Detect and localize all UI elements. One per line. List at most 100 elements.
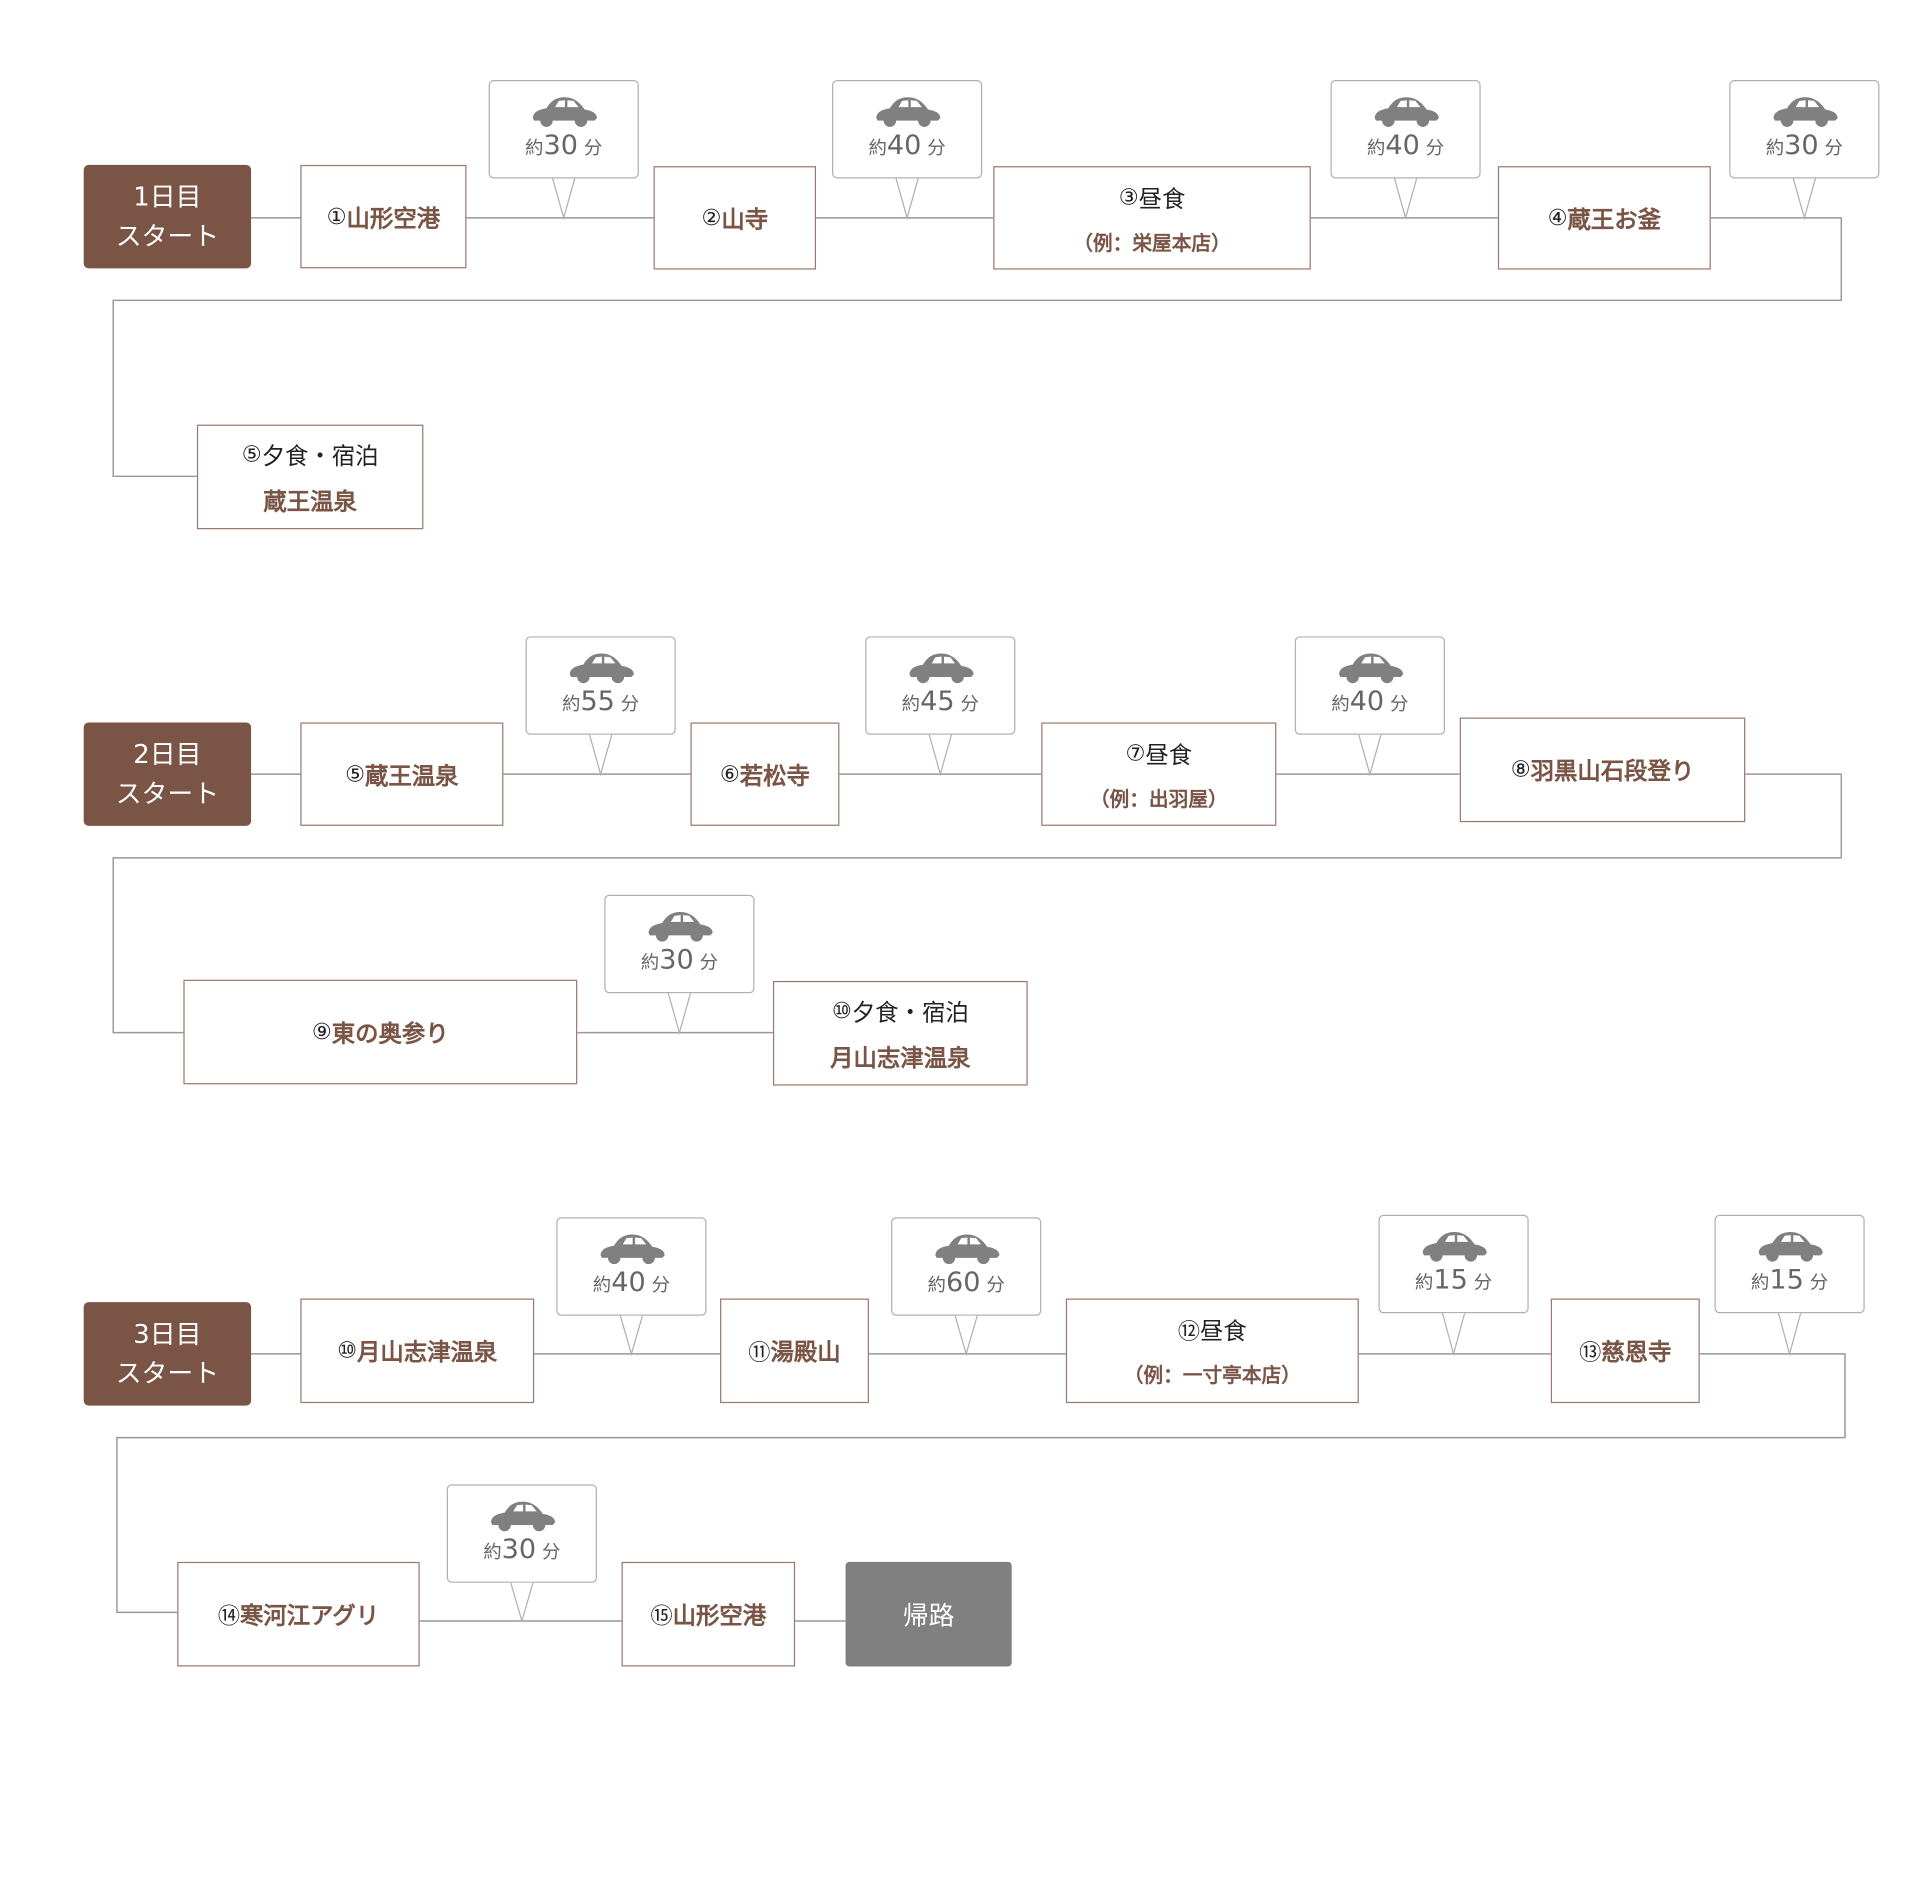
stop-detail: 月山志津温泉 [830,1044,971,1072]
stop-name: 若松寺 [739,762,810,790]
bubble-pointer [928,734,953,777]
drive-minutes: 15 [1433,1265,1468,1297]
drive-unit: 分 [1809,1271,1829,1294]
stop-name: 蔵王お釜 [1567,206,1662,234]
drive-time-bubble: 約15 分 [1378,1214,1529,1314]
stop-number: ① [326,203,347,230]
drive-time: 約40 分 [593,1268,670,1299]
drive-time: 約30 分 [1766,130,1843,161]
stop-label: 昼食 [1138,185,1186,213]
car-icon [1374,97,1439,127]
car-icon [1758,1232,1823,1262]
stop-number: ③ [1118,184,1139,210]
stop-name: 羽黒山石段登り [1530,758,1695,786]
drive-unit: 分 [583,136,603,159]
drive-time: 約40 分 [868,130,945,161]
car-icon [491,1501,556,1532]
drive-prefix: 約 [1414,1271,1434,1294]
drive-time-bubble: 約30 分 [488,80,639,179]
drive-time-bubble: 約60 分 [891,1217,1042,1316]
drive-time-bubble: 約30 分 [1729,80,1880,179]
drive-prefix: 約 [1366,136,1386,159]
stop-number: ⑤ [241,441,262,468]
drive-unit: 分 [960,692,979,716]
stop-name: 湯殿山 [770,1339,841,1367]
drive-prefix: 約 [561,692,581,716]
drive-minutes: 30 [659,945,694,977]
drive-prefix: 約 [927,1273,947,1297]
drive-minutes: 40 [1385,130,1420,162]
drive-unit: 分 [1390,692,1409,716]
stop-name: 山寺 [721,206,769,234]
day-start-label: 1日目スタート [83,164,252,269]
stop-number: ⑭ [217,1603,240,1629]
car-icon [1773,97,1838,127]
drive-time: 約40 分 [1331,687,1408,718]
drive-time-bubble: 約40 分 [832,80,983,179]
start-label: スタート [115,221,220,252]
stop-number: ⑥ [719,761,740,788]
drive-prefix: 約 [901,692,921,716]
drive-unit: 分 [699,951,719,974]
bubble-pointer [1777,1313,1802,1357]
drive-prefix: 約 [868,136,887,159]
stop-number: ⑩ [337,1337,358,1364]
drive-time: 約60 分 [928,1268,1005,1299]
drive-prefix: 約 [1765,136,1785,159]
car-icon [532,97,597,127]
stop-name: 東の奥参り [331,1020,449,1048]
stop-label: 夕食・宿泊 [851,998,969,1026]
drive-unit: 分 [620,692,640,716]
stop-detail: （例：栄屋本店） [1073,230,1231,255]
stop-name: 山形空港 [672,1602,767,1630]
drive-time: 約30 分 [641,945,718,976]
stop-number: ⑬ [1579,1339,1602,1366]
day-start-label: 3日目スタート [83,1302,252,1406]
drive-time: 約40 分 [1367,130,1444,161]
return-box: 帰路 [845,1561,1012,1667]
stop-label: 夕食・宿泊 [261,442,379,470]
car-icon [935,1234,1000,1265]
bubble-pointer [619,1315,644,1357]
drive-time: 約45 分 [902,687,979,718]
drive-prefix: 約 [1750,1271,1770,1294]
car-icon [600,1234,665,1265]
drive-prefix: 約 [1331,692,1350,716]
drive-unit: 分 [927,136,946,159]
drive-minutes: 40 [1349,686,1385,718]
drive-time-bubble: 約30 分 [604,894,755,994]
drive-minutes: 60 [946,1267,981,1299]
drive-time: 約30 分 [483,1535,560,1566]
drive-unit: 分 [1824,136,1844,159]
bubble-pointer [552,178,576,221]
stop-detail: 蔵王温泉 [263,488,357,516]
drive-minutes: 30 [1784,130,1819,162]
drive-prefix: 約 [640,951,660,974]
start-label: スタート [115,779,220,809]
bubble-pointer [510,1582,534,1624]
stop-detail: （例：出羽屋） [1089,787,1228,811]
stop-name: 蔵王温泉 [365,762,459,790]
stop-number: ⑮ [650,1603,673,1629]
bubble-pointer [667,993,692,1035]
drive-prefix: 約 [525,136,544,159]
drive-minutes: 55 [580,686,615,718]
stop-detail: （例：一寸亭本店） [1123,1363,1301,1388]
drive-minutes: 15 [1769,1265,1804,1297]
